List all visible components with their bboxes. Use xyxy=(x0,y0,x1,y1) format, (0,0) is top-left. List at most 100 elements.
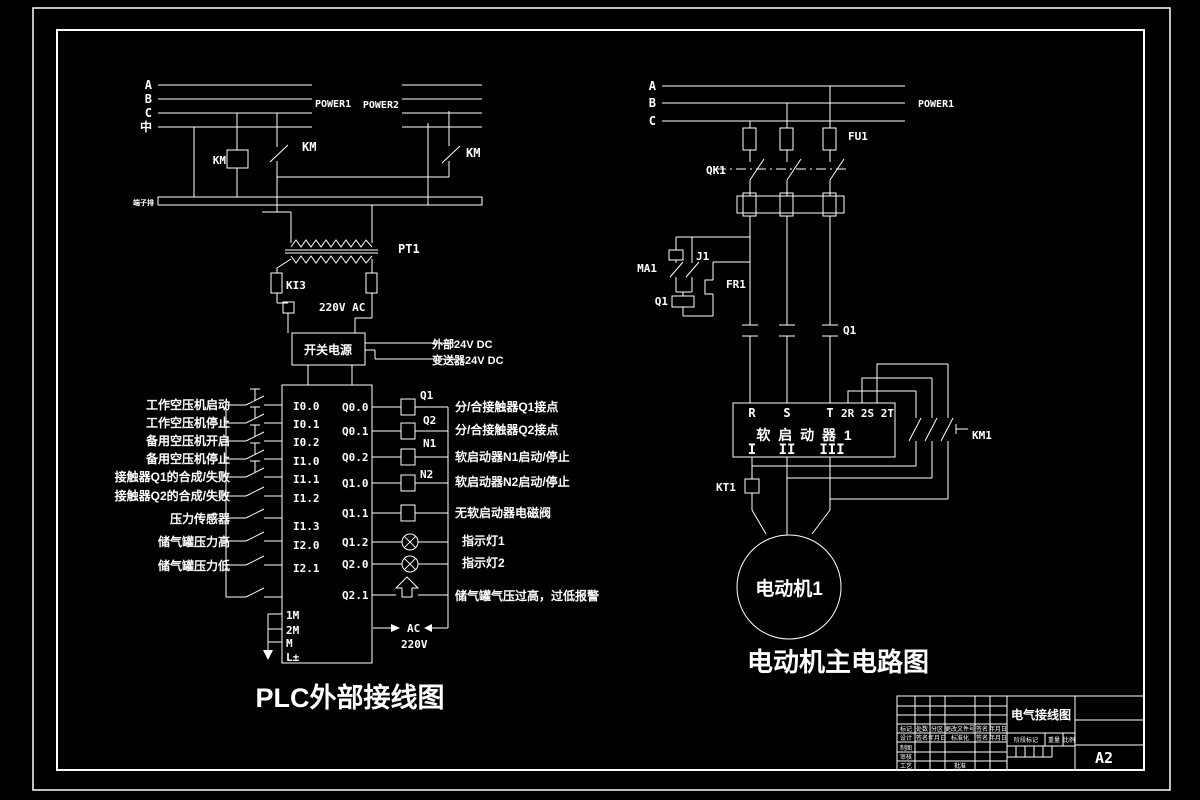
q1-coil-label: Q1 xyxy=(655,295,669,308)
output-addr-7: Q2.1 xyxy=(342,589,369,602)
input-addr-1: I0.1 xyxy=(293,418,320,431)
output-desc-4: 无软启动器电磁阀 xyxy=(454,505,551,520)
motor-power-lines xyxy=(662,85,905,122)
starter-bypass-terminals: 2R 2S 2T xyxy=(841,407,894,420)
input-addr-3: I1.0 xyxy=(293,455,320,468)
qk1-blades xyxy=(749,158,845,196)
v220-label: 220V AC xyxy=(319,301,365,314)
qk1-label: QK1 xyxy=(706,164,726,177)
tb-r2c1: 设计 xyxy=(900,734,912,742)
input-desc-6: 压力传感器 xyxy=(170,511,231,526)
kt1-label: KT1 xyxy=(716,481,736,494)
input-desc-5: 接触器Q2的合成/失败 xyxy=(115,488,230,503)
output-desc-5: 指示灯1 xyxy=(462,533,505,548)
ki3-fuse-right xyxy=(365,272,378,294)
input-desc-8: 储气罐压力低 xyxy=(158,558,230,573)
control-branch xyxy=(669,236,750,317)
tb-r1c3: 分区 xyxy=(931,725,943,733)
plc-km-wiring xyxy=(193,111,461,243)
q1-main-contacts xyxy=(742,324,838,403)
starter-out-ii: II xyxy=(779,442,796,458)
plc-power1-label: POWER1 xyxy=(315,99,351,110)
input-addr-8: I2.1 xyxy=(293,562,320,575)
relay-coil-n1 xyxy=(400,448,416,466)
output-desc-0: 分/合接触器Q1接点 xyxy=(455,399,558,414)
output-desc-1: 分/合接触器Q2接点 xyxy=(455,422,558,437)
km-contact-right-label: KM xyxy=(466,146,480,160)
starter-output-wires xyxy=(751,457,948,535)
km1-bypass-wiring xyxy=(847,363,968,499)
output-desc-6: 指示灯2 xyxy=(462,555,505,570)
output-addr-0: Q0.0 xyxy=(342,401,369,414)
plc-diagram-title: PLC外部接线图 xyxy=(256,682,445,713)
motor-diagram-title: 电动机主电路图 xyxy=(747,647,929,677)
tb-r1c1: 标记 xyxy=(900,725,912,733)
output-desc-3: 软启动器N2启动/停止 xyxy=(455,474,570,489)
output-addr-2: Q0.2 xyxy=(342,451,369,464)
km1-label: KM1 xyxy=(972,429,992,442)
input-addr-0: I0.0 xyxy=(293,400,320,413)
small-terminal-box xyxy=(282,301,295,314)
psu-label: 开关电源 xyxy=(304,342,352,357)
indicator-lamp-2 xyxy=(401,555,419,573)
plc-phase-b-label: B xyxy=(145,92,152,106)
sheet-size: A2 xyxy=(1095,749,1113,767)
coil-label-q1: Q1 xyxy=(420,389,434,402)
input-addr-2: I0.2 xyxy=(293,436,320,449)
input-addr-4: I1.1 xyxy=(293,473,320,486)
ma1-button-head xyxy=(668,249,684,261)
psu-out1-label: 外部24V DC xyxy=(431,337,493,351)
tb-scale: 比例 xyxy=(1063,736,1075,744)
output-desc-7: 储气罐气压过高，过低报警 xyxy=(455,588,599,603)
psu-output-wires xyxy=(307,342,455,385)
starter-s: S xyxy=(783,406,790,420)
input-desc-4: 接触器Q1的合成/失败 xyxy=(115,469,230,484)
j1-label: J1 xyxy=(696,250,710,263)
tb-r2c3: 年月日 xyxy=(928,734,946,742)
terminal-l: L± xyxy=(286,651,300,664)
starter-name: 软 启 动 器 1 xyxy=(756,427,853,443)
fuse-3 xyxy=(822,127,837,151)
output-addr-4: Q1.1 xyxy=(342,507,369,520)
fuse-2 xyxy=(779,127,794,151)
ac-arrow-right xyxy=(391,624,400,632)
title-block: 电气接线图 A2 阶段标记 重量 比例 标记 处数 分区 更改文件号 签名 年月… xyxy=(896,695,1145,771)
output-addr-6: Q2.0 xyxy=(342,558,369,571)
title-block-grid xyxy=(897,696,1144,770)
solenoid-coil xyxy=(400,504,416,522)
tb-row-process: 工艺 xyxy=(900,762,912,770)
input-addr-5: I1.2 xyxy=(293,492,320,505)
input-desc-2: 备用空压机开启 xyxy=(145,433,230,448)
main-phase-wires xyxy=(749,216,831,325)
fuse-1 xyxy=(742,127,757,151)
indicator-lamp-1 xyxy=(401,533,419,551)
km-coil-symbol xyxy=(226,149,249,169)
relay-coil-q2 xyxy=(400,422,416,440)
ct-block xyxy=(736,195,845,214)
plc-output-wires xyxy=(372,406,449,628)
starter-r: R xyxy=(748,406,756,420)
plc-phase-c-label: C xyxy=(145,106,152,120)
tb-r1c4: 更改文件号 xyxy=(945,725,975,733)
tb-r2c2: 签名 xyxy=(916,734,928,742)
pt1-label: PT1 xyxy=(398,242,420,256)
psu-box xyxy=(291,332,366,366)
kt1-symbol xyxy=(744,478,760,494)
alarm-symbol xyxy=(394,576,420,598)
input-addr-6: I1.3 xyxy=(293,520,320,533)
terminal-1m: 1M xyxy=(286,609,300,622)
plc-phase-n-label: 中 xyxy=(140,119,152,134)
input-desc-7: 储气罐压力高 xyxy=(158,534,230,549)
output-desc-2: 软启动器N1启动/停止 xyxy=(455,449,570,464)
ki3-fuse-left xyxy=(270,272,283,294)
ma1-label: MA1 xyxy=(637,262,657,275)
ki3-label: KI3 xyxy=(286,279,306,292)
coil-label-q2: Q2 xyxy=(423,414,436,427)
ac-voltage-label: 220V xyxy=(401,638,428,651)
input-desc-1: 工作空压机停止 xyxy=(146,415,230,430)
relay-coil-n2 xyxy=(400,474,416,492)
plc-input-buttons xyxy=(250,388,260,473)
terminal-2m: 2M xyxy=(286,624,300,637)
